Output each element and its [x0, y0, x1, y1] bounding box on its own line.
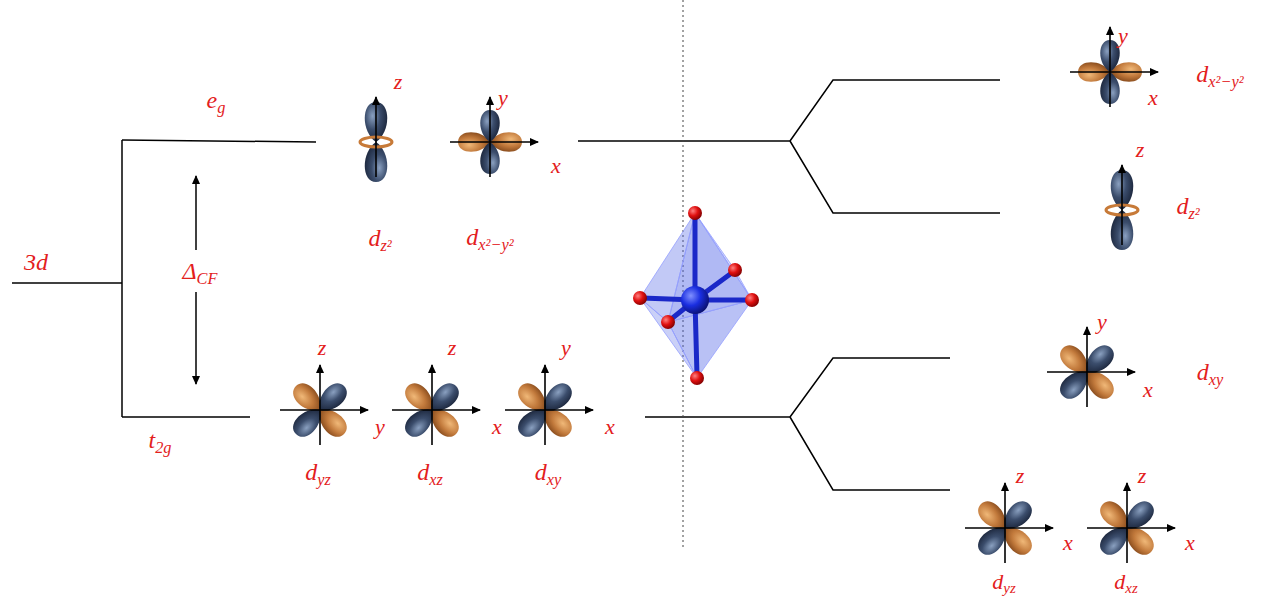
orbital-lobe [514, 403, 553, 442]
d-orbital [965, 483, 1053, 563]
orbital-label: dyz [305, 460, 331, 484]
axis-arrow [505, 409, 593, 411]
d-orbital [1106, 165, 1138, 250]
symbol-base: d [417, 459, 429, 485]
level-label: t2g [149, 428, 172, 452]
symbol-base: d [368, 225, 380, 251]
axis-arrow [1004, 483, 1006, 563]
symbol-subscript: yz [1003, 580, 1015, 596]
orbital-label: dxy [1197, 360, 1223, 384]
orbital-label: dxz [1114, 571, 1137, 593]
symbol-base: e [207, 87, 218, 113]
axis-label: z [1016, 465, 1025, 487]
axis-label: x [605, 416, 615, 438]
level-label: eg [207, 88, 226, 112]
axis-arrow [544, 365, 546, 445]
symbol-base: d [305, 459, 317, 485]
axis-label: y [498, 87, 508, 109]
axis-arrow [965, 527, 1053, 529]
symbol-subscript: xy [1209, 370, 1223, 389]
octahedron [633, 206, 759, 385]
orbital-label: dz² [368, 226, 391, 250]
orbital-lobe [289, 403, 328, 442]
axis-label: y [561, 337, 571, 359]
axis-label: y [1118, 25, 1128, 47]
symbol-base: d [1114, 569, 1125, 594]
symbol-base: d [1196, 61, 1208, 87]
axis-label: x [1063, 532, 1073, 554]
axis-arrow [1086, 327, 1088, 407]
d-orbital [360, 97, 392, 182]
d-orbital [450, 97, 538, 177]
orbital-label: dz² [1176, 194, 1199, 218]
symbol-base: d [1197, 359, 1209, 385]
axis-label: y [375, 416, 385, 438]
symbol-subscript: x²−y² [478, 235, 513, 254]
d-orbital [1087, 483, 1175, 563]
gap-label: ΔCF [183, 259, 218, 283]
symbol-subscript: g [217, 98, 225, 117]
axis-arrow [1087, 527, 1175, 529]
symbol-subscript: xz [429, 470, 443, 489]
axis-label: x [1185, 532, 1195, 554]
orbital-label: dyz [992, 571, 1015, 593]
symbol-base: d [992, 569, 1003, 594]
d-orbital [280, 365, 368, 445]
axis-arrow [450, 141, 538, 143]
symbol-base: d [466, 224, 478, 250]
axis-label: z [1136, 139, 1145, 161]
level-label: 3d [24, 250, 48, 274]
axis-label: z [394, 71, 403, 93]
axis-label: z [1138, 465, 1147, 487]
axis-arrow [431, 365, 433, 445]
orbital-label: dx²−y² [1196, 62, 1243, 86]
orbital-label: dxz [417, 460, 443, 484]
axis-label: x [551, 155, 561, 177]
axis-label: x [1148, 87, 1158, 109]
orbital-label: dxy [535, 460, 561, 484]
axis-arrow [375, 97, 377, 177]
axis-arrow [489, 97, 491, 177]
axis-label: x [492, 416, 502, 438]
axis-label: y [1097, 311, 1107, 333]
symbol-subscript: xy [547, 470, 561, 489]
d-orbital [392, 365, 480, 445]
symbol-subscript: x²−y² [1208, 72, 1243, 91]
symbol-subscript: z² [1188, 204, 1199, 223]
axis-label: x [1143, 379, 1153, 401]
d-orbital [1070, 27, 1158, 107]
axis-label: z [318, 337, 327, 359]
orbital-lobe [1096, 521, 1135, 560]
orbital-lobe [1056, 365, 1095, 404]
orbital-group [280, 27, 1175, 563]
symbol-base: d [535, 459, 547, 485]
axis-arrow [280, 409, 368, 411]
axis-arrow [1047, 371, 1135, 373]
energy-levels [12, 80, 1000, 490]
axis-arrow [1126, 483, 1128, 563]
symbol-subscript: CF [197, 269, 218, 288]
axis-arrow [392, 409, 480, 411]
symbol-subscript: 2g [155, 438, 171, 457]
axis-arrow [319, 365, 321, 445]
symbol-base: d [1176, 193, 1188, 219]
axis-arrow [1109, 27, 1111, 107]
symbol-subscript: z² [380, 236, 391, 255]
symbol-subscript: xz [1125, 580, 1137, 596]
orbital-label: dx²−y² [466, 225, 513, 249]
symbol-base: Δ [183, 258, 197, 284]
d-orbital [505, 365, 593, 445]
orbital-lobe [401, 403, 440, 442]
d-orbital [1047, 327, 1135, 407]
symbol-subscript: yz [317, 470, 331, 489]
orbital-lobe [974, 521, 1013, 560]
symbol-base: t [149, 427, 156, 453]
axis-arrow [1121, 165, 1123, 245]
axis-arrow [1070, 71, 1158, 73]
axis-label: z [448, 337, 457, 359]
